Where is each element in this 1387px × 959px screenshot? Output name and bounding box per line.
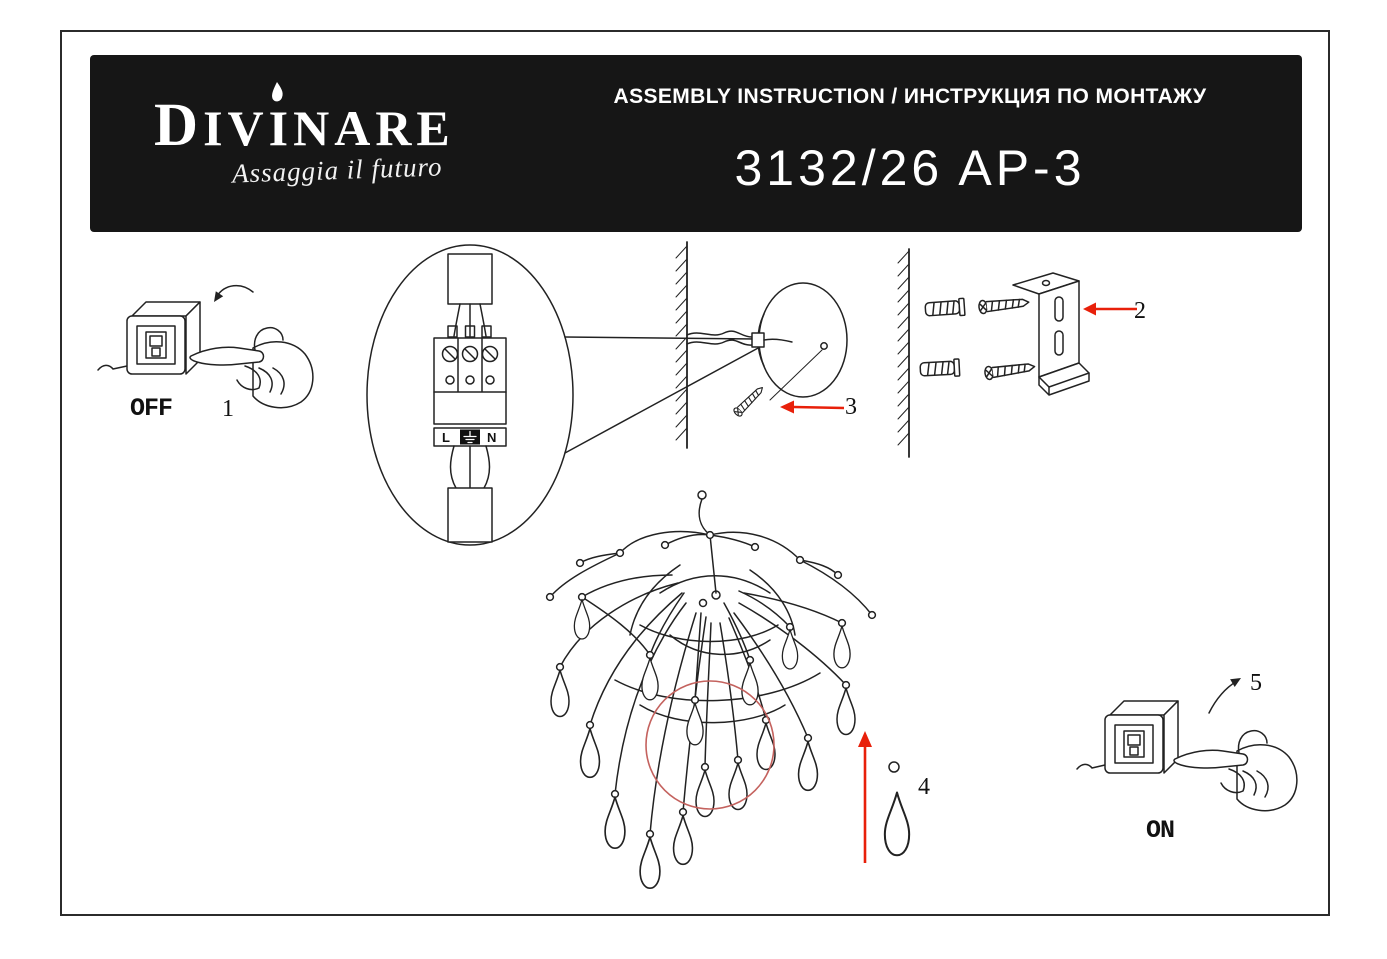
step3-number: 3 — [845, 394, 857, 420]
wall-plug-icon — [924, 297, 966, 319]
hand-icon — [1173, 729, 1298, 812]
instruction-title: ASSEMBLY INSTRUCTION / ИНСТРУКЦИЯ ПО МОН… — [613, 85, 1207, 108]
mounting-bracket-icon — [1012, 272, 1090, 396]
terminal-n-label: N — [487, 430, 496, 445]
brand-letter-d: D — [154, 92, 204, 159]
single-drop-detail — [883, 761, 911, 857]
chandelier-arms — [549, 490, 873, 835]
brand-letters: NARE — [293, 100, 455, 156]
terminal-l-label: L — [442, 430, 450, 445]
screw-icon — [731, 383, 767, 419]
step1-switch-off-diagram — [97, 284, 314, 409]
step5-number: 5 — [1250, 670, 1262, 696]
terminal-block-detail: L N — [433, 253, 507, 543]
page-border — [60, 30, 1330, 916]
turn-off-arrow-icon — [214, 284, 254, 302]
step1-number: 1 — [222, 396, 234, 422]
bracket-mounting-diagram — [897, 248, 1137, 458]
brand-tagline: Assaggia il futuro — [231, 151, 443, 189]
turn-on-arrow-icon — [1208, 678, 1241, 714]
callout-leader-lines — [564, 336, 761, 454]
on-label: ON — [1146, 816, 1175, 845]
flame-icon — [271, 82, 283, 102]
screw-icon — [983, 359, 1037, 381]
highlight-circle — [645, 680, 775, 810]
screw-icon — [977, 294, 1031, 315]
off-label: OFF — [130, 394, 173, 423]
step3-arrow — [780, 400, 845, 414]
power-switch-icon — [97, 301, 201, 375]
step5-switch-on-diagram — [1076, 678, 1298, 812]
model-number: 3132/26 AP-3 — [734, 140, 1086, 196]
step2-arrow — [1083, 302, 1137, 316]
step4-number: 4 — [918, 774, 930, 800]
wall-hatching — [897, 248, 910, 458]
title-block: ASSEMBLY INSTRUCTION / ИНСТРУКЦИЯ ПО МОН… — [530, 55, 1290, 232]
chandelier-diagram — [545, 490, 911, 889]
brand-letter-i: I — [269, 82, 293, 157]
hand-icon — [189, 326, 314, 409]
step2-number: 2 — [1134, 298, 1146, 324]
wall-plug-icon — [919, 358, 961, 379]
wall-hatching — [675, 241, 688, 449]
step4-arrow — [858, 731, 872, 863]
wiring-detail-diagram: L N — [366, 241, 848, 546]
brand-letters: IV — [203, 100, 269, 156]
power-switch-icon — [1076, 700, 1179, 774]
earth-icon — [460, 429, 480, 445]
canopy-diagram — [686, 282, 848, 419]
